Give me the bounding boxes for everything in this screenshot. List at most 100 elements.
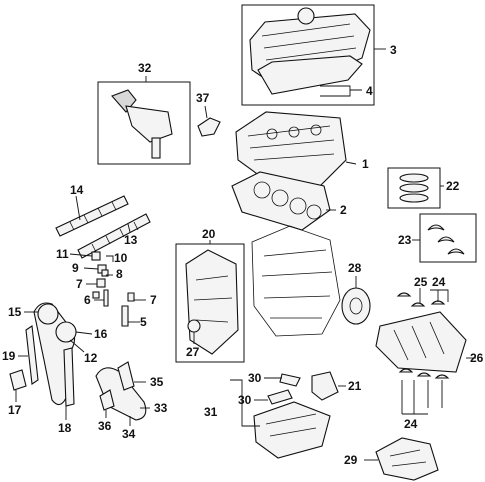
timing-sprocket[interactable] [37,303,59,325]
intake-camshaft[interactable] [55,195,129,237]
chain-tensioner[interactable] [99,389,115,411]
piston-rings-group [387,167,444,209]
callout-2: 2 [340,203,347,217]
valve-2[interactable] [121,305,129,327]
rear-main-seal-housing[interactable] [311,371,339,401]
timing-gear[interactable] [55,321,77,343]
piston-ring-oil[interactable] [399,193,429,203]
callout-4: 4 [366,84,373,98]
callout-3: 3 [390,43,397,57]
balance-chain[interactable] [95,367,147,421]
callout-33: 33 [154,401,168,415]
head-gasket-group [231,171,336,231]
callout-25: 25 [414,275,428,289]
keeper[interactable] [96,278,106,288]
valve-cover-group [241,4,386,106]
front-seal[interactable] [187,319,201,333]
valve[interactable] [103,289,109,307]
callout-9: 9 [72,261,79,275]
valve-train-group [69,251,146,327]
callout-19: 19 [2,349,16,363]
ignition-coil-group [97,76,191,165]
callout-26: 26 [470,351,484,365]
callout-8: 8 [116,267,123,281]
crankshaft-pulley[interactable] [341,287,371,325]
callout-15: 15 [8,305,22,319]
cylinder-head[interactable] [235,111,347,187]
balance-chain-group [95,361,150,426]
crankshaft-group [375,288,476,415]
camshafts-group [55,195,151,259]
cylinder-head-group [235,111,357,187]
main-bearing-2[interactable] [430,300,446,305]
valve-cover-gasket[interactable] [257,55,363,95]
callout-5: 5 [140,315,147,329]
callout-30a: 30 [248,371,262,385]
callout-29: 29 [344,453,358,467]
callout-22: 22 [446,179,460,193]
lifter[interactable] [91,251,101,261]
callout-12: 12 [84,351,98,365]
callout-10: 10 [114,251,128,265]
ignition-coil[interactable] [125,105,173,143]
callout-18: 18 [58,421,72,435]
callout-20: 20 [202,227,216,241]
callout-13: 13 [124,233,138,247]
callout-27: 27 [186,345,200,359]
piston-ring-top[interactable] [399,173,429,183]
oil-pump-group [364,437,439,481]
callout-37: 37 [196,91,210,105]
callout-7a: 7 [76,277,83,291]
thrust-washer[interactable] [410,302,426,307]
callout-35: 35 [150,375,164,389]
callout-32: 32 [138,61,152,75]
callout-21: 21 [348,379,362,393]
oil-pan[interactable] [253,401,331,459]
callout-28: 28 [348,261,362,275]
callout-7b: 7 [150,293,157,307]
main-bearing-3[interactable] [398,368,414,373]
callout-14: 14 [70,183,84,197]
main-bearing-4[interactable] [416,372,432,377]
valve-seal[interactable] [92,291,100,299]
oil-pan-gasket-upper[interactable] [279,373,301,387]
oil-pan-group [230,371,346,459]
rod-bearings-group [412,213,477,263]
oil-filler-cap[interactable] [297,7,315,25]
valve-seal-2[interactable] [127,292,135,302]
valve-cover-frame [241,4,375,106]
callout-24b: 24 [404,417,418,431]
piston-rings-frame [387,167,441,209]
callout-23: 23 [398,233,412,247]
rod-bearing-2[interactable] [437,236,455,243]
callout-17: 17 [8,403,22,417]
timing-guide[interactable] [63,347,75,407]
callout-11: 11 [56,247,69,261]
chain-guide[interactable] [25,325,39,385]
callout-30b: 30 [238,393,252,407]
callout-34: 34 [122,427,136,441]
callout-1: 1 [362,157,369,171]
tensioner[interactable] [9,369,27,391]
piston-ring-mid[interactable] [399,183,429,193]
rod-bearing-3[interactable] [447,248,465,255]
oil-pan-gasket-lower[interactable] [267,389,293,405]
ignition-coil-frame [97,81,191,165]
sensor[interactable] [197,117,221,137]
coil-boot[interactable] [151,137,161,159]
callout-6: 6 [84,293,91,307]
rod-bearing-1[interactable] [427,224,445,231]
timing-chain-group [9,302,93,420]
main-bearing-1[interactable] [396,292,412,297]
crankshaft[interactable] [375,311,467,373]
chain-guide-upper[interactable] [117,361,135,391]
rod-bearings-frame [419,213,477,263]
pulley-group [341,276,371,325]
callout-36: 36 [98,419,112,433]
main-bearing-5[interactable] [434,374,450,379]
valve-spring[interactable] [101,269,109,277]
callout-31: 31 [204,405,218,419]
sensor-group [197,105,221,137]
oil-pump[interactable] [375,437,439,481]
